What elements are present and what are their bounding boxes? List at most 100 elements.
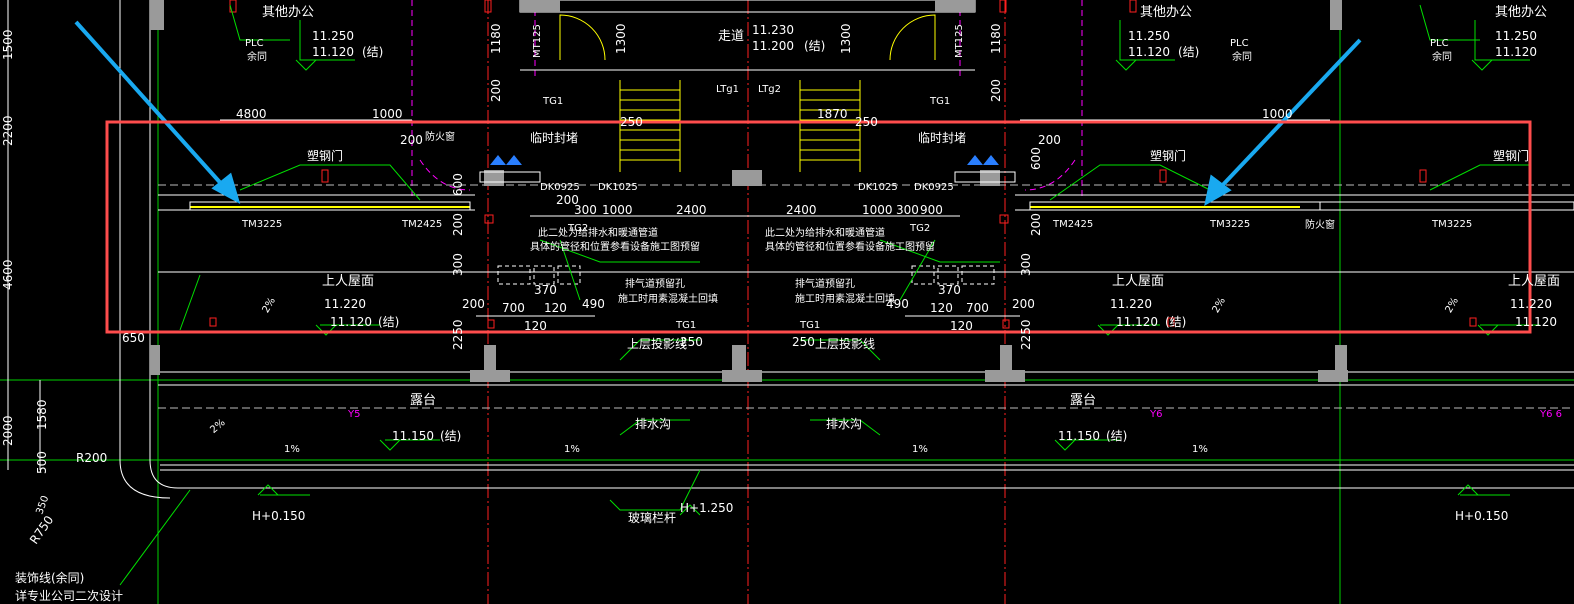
elev-h0150-left: H+0.150 (252, 509, 305, 523)
elev-11230: 11.230 (752, 23, 794, 37)
elev-struct-corridor: (结) (804, 39, 825, 53)
door-swings (559, 14, 936, 61)
code-tm2425-left: TM2425 (401, 219, 442, 230)
elev-struct-terrace-right: (结) (1106, 429, 1127, 443)
dim-120-left2: 120 (524, 319, 547, 333)
elevation-triangles (257, 59, 1499, 516)
room-corridor: 走道 (718, 29, 744, 44)
elev-11200: 11.200 (752, 39, 794, 53)
dim-4600: 4600 (1, 259, 15, 290)
dim-r750: R750 (27, 513, 56, 547)
elev-11150-left: 11.150 (392, 429, 434, 443)
label-temp-wall-left: 临时封堵 (530, 131, 578, 145)
pointer-arrows (74, 20, 1362, 206)
label-temp-wall-right: 临时封堵 (918, 131, 966, 145)
dim-900-b: 900 (920, 203, 943, 217)
code-tg2-right: TG2 (909, 223, 930, 234)
label-plc-3: PLC (1430, 38, 1449, 49)
label-pipe-note-r1: 此二处为给排水和暖通管道 (765, 226, 885, 239)
dim-200-h2: 200 (1012, 297, 1035, 311)
label-yutong-2: 余同 (1232, 50, 1252, 63)
elev-11120-right-b: 11.120 (1116, 315, 1158, 329)
label-plc-1: PLC (245, 38, 264, 49)
label-exhaust-r2: 施工时用素混凝土回填 (795, 292, 895, 305)
dim-600-right: 600 (1029, 147, 1043, 170)
dim-2250-right: 2250 (1019, 319, 1033, 350)
label-pipe-note-l1: 此二处为给排水和暖通管道 (538, 226, 658, 239)
dim-250-p1: 250 (680, 335, 703, 349)
dim-350: 350 (34, 494, 51, 516)
code-ltg1: LTg1 (716, 84, 739, 95)
dim-250-right: 250 (855, 115, 878, 129)
elev-11250-left: 11.250 (312, 29, 354, 43)
dim-2400-a: 2400 (676, 203, 707, 217)
elev-11120-right2-b: 11.120 (1515, 315, 1557, 329)
code-dk1025-left: DK1025 (598, 182, 638, 193)
leaders (119, 4, 1540, 586)
dim-200-v1: 200 (451, 213, 465, 236)
code-tg1-b: TG1 (929, 96, 950, 107)
code-ltg2: LTg2 (758, 84, 781, 95)
highlight-box (105, 120, 1532, 334)
dimension-lines (7, 0, 1330, 470)
code-tg1-a: TG1 (542, 96, 563, 107)
label-plastic-door-right: 塑钢门 (1150, 148, 1186, 163)
code-tm3225-left: TM3225 (241, 219, 282, 230)
elev-11120-right2: 11.120 (1495, 45, 1537, 59)
dim-120-left: 120 (544, 301, 567, 315)
label-plastic-door-left: 塑钢门 (307, 148, 343, 163)
elev-11120-left: 11.120 (312, 45, 354, 59)
room-other-office-right: 其他办公 (1495, 5, 1547, 20)
dim-1180-right: 1180 (989, 23, 1003, 54)
dim-2250-left: 2250 (451, 319, 465, 350)
elev-11120-right: 11.120 (1128, 45, 1170, 59)
code-tg1-c: TG1 (675, 320, 696, 331)
dim-490-right: 490 (886, 297, 909, 311)
label-exhaust-l1: 排气道预留孔 (625, 277, 685, 290)
dim-300-b: 300 (896, 203, 919, 217)
elev-11150-right: 11.150 (1058, 429, 1100, 443)
label-plastic-door-right2: 塑钢门 (1493, 148, 1529, 163)
code-mt125-right: MT125 (954, 24, 965, 58)
dim-250-left: 250 (620, 115, 643, 129)
elev-11250-right: 11.250 (1128, 29, 1170, 43)
dim-1870: 1870 (817, 107, 848, 121)
dim-370-right: 370 (938, 283, 961, 297)
elev-11220-left: 11.220 (324, 297, 366, 311)
code-mt125-left: MT125 (532, 24, 543, 58)
slope-1pct-c: 1% (912, 444, 928, 455)
elev-11250-right2: 11.250 (1495, 29, 1537, 43)
code-dk0925-left: DK0925 (540, 182, 580, 193)
slope-1pct-b: 1% (564, 444, 580, 455)
dim-1000-a: 1000 (602, 203, 633, 217)
label-drain-left: 排水沟 (635, 417, 671, 431)
dim-1180-left: 1180 (489, 23, 503, 54)
elev-struct-right: (结) (1178, 45, 1199, 59)
label-pipe-note-r2: 具体的管径和位置参看设备施工图预留 (765, 240, 935, 253)
label-exhaust-l2: 施工时用素混凝土回填 (618, 292, 718, 305)
label-yutong-1: 余同 (247, 50, 267, 63)
vent-symbols (490, 155, 999, 165)
grey-dash-lines (158, 184, 1574, 409)
slope-2pct-c: 2% (1444, 296, 1461, 315)
room-roof-right: 上人屋面 (1112, 274, 1164, 289)
dim-1300-right: 1300 (839, 23, 853, 54)
elev-11120-left-b: 11.120 (330, 315, 372, 329)
elev-struct-left: (结) (362, 45, 383, 59)
label-plc-2: PLC (1230, 38, 1249, 49)
code-y6: Y6 (1149, 409, 1162, 420)
label-deco-line-2: 详专业公司二次设计 (15, 588, 123, 603)
code-tm2425-right: TM2425 (1052, 219, 1093, 230)
code-dk0925-right: DK0925 (914, 182, 954, 193)
label-fire-window-left: 防火窗 (425, 130, 455, 143)
dim-120-right: 120 (930, 301, 953, 315)
dim-4800: 4800 (236, 107, 267, 121)
dim-1300-left: 1300 (614, 23, 628, 54)
slope-2pct-d: 2% (208, 417, 227, 436)
dim-200-stair: 200 (400, 133, 423, 147)
room-terrace-right: 露台 (1070, 393, 1096, 408)
dim-250-p2: 250 (792, 335, 815, 349)
label-drain-right: 排水沟 (826, 417, 862, 431)
elev-struct-right-b: (结) (1165, 315, 1186, 329)
